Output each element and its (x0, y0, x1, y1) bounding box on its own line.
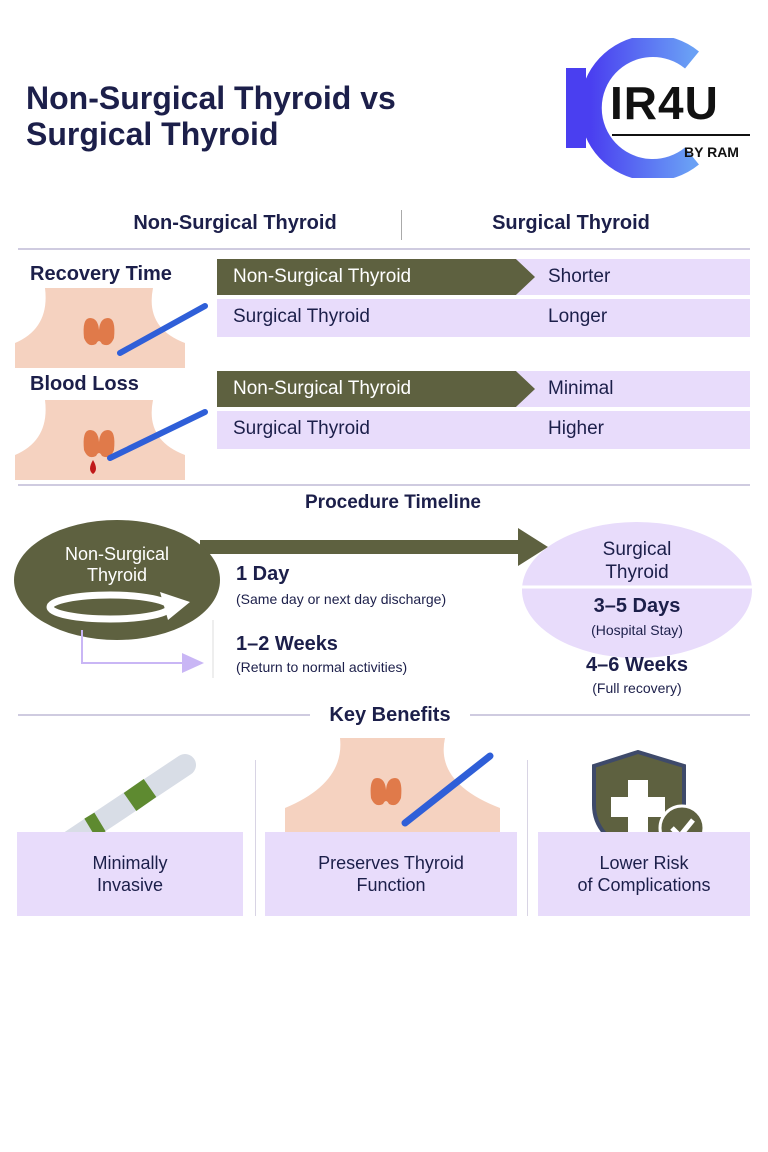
timeline-graphic (14, 520, 752, 678)
benefit-text: Invasive (96, 875, 164, 895)
neck-blood-drop-icon (15, 400, 208, 480)
divider (527, 760, 528, 916)
timeline-arrow-head (518, 528, 548, 566)
logo-rule (612, 134, 750, 136)
recovery-time-label: Recovery Time (30, 263, 172, 285)
comparison-row: Surgical Thyroid Longer (217, 299, 750, 337)
row-name: Non-Surgical Thyroid (233, 266, 412, 287)
benefit-text: Lower Risk (599, 853, 689, 873)
row-value: Shorter (548, 266, 611, 287)
comparison-row: Non-Surgical Thyroid Shorter (217, 259, 750, 295)
label-line: Non-Surgical (64, 544, 170, 564)
page-title: Non-Surgical Thyroid vs Surgical Thyroid (26, 80, 396, 152)
column-divider (401, 210, 402, 240)
timeline-heading: Procedure Timeline (305, 492, 481, 513)
title-line-2: Surgical Thyroid (26, 116, 279, 152)
row-name: Non-Surgical Thyroid (233, 378, 412, 399)
benefit-text: of Complications (577, 875, 711, 895)
row-name: Surgical Thyroid (233, 306, 370, 327)
logo: IR4U BY RAM (562, 35, 752, 181)
comparison-row: Non-Surgical Thyroid Minimal (217, 371, 750, 407)
surgical-step-1: 3–5 Days (593, 595, 681, 617)
divider (18, 248, 750, 250)
row-name: Surgical Thyroid (233, 418, 370, 439)
title-line-1: Non-Surgical Thyroid vs (26, 80, 396, 116)
non-surgical-ellipse-label: Non-Surgical Thyroid (14, 544, 220, 586)
surgical-step-1-note: (Hospital Stay) (591, 622, 683, 638)
surgical-step-2-note: (Full recovery) (592, 680, 682, 696)
divider (470, 714, 750, 716)
benefit-text: Minimally (92, 853, 168, 873)
non-surgical-step-1-note: (Same day or next day discharge) (236, 591, 447, 607)
label-line: Surgical (602, 539, 672, 560)
row-value: Higher (548, 418, 604, 439)
surgical-ellipse (522, 522, 752, 658)
label-line: Thyroid (86, 565, 148, 585)
blood-loss-label: Blood Loss (30, 373, 139, 395)
non-surgical-step-2-note: (Return to normal activities) (236, 659, 408, 675)
divider (18, 714, 310, 716)
small-arrow-icon (182, 653, 204, 673)
surgical-step-2: 4–6 Weeks (586, 654, 688, 676)
highlight-arrow (217, 259, 535, 295)
logo-text: IR4U (610, 77, 719, 129)
benefit-text: Function (356, 875, 426, 895)
benefit-text: Preserves Thyroid (318, 853, 464, 873)
comparison-row: Surgical Thyroid Higher (217, 411, 750, 449)
column-header-non-surgical: Non-Surgical Thyroid (133, 212, 337, 234)
divider (18, 484, 750, 486)
timeline-arrow-shaft (200, 540, 520, 554)
divider (255, 760, 256, 916)
neck-thyroid-icon (285, 738, 500, 833)
row-value: Minimal (548, 378, 614, 399)
column-header-surgical: Surgical Thyroid (492, 212, 650, 234)
surgical-ellipse-label: Surgical Thyroid (522, 538, 752, 584)
highlight-arrow (217, 371, 535, 407)
neck-thyroid-scalpel-icon (15, 288, 208, 368)
benefits-heading: Key Benefits (329, 704, 451, 726)
non-surgical-step-2: 1–2 Weeks (236, 633, 338, 655)
logo-ring-icon (566, 35, 699, 181)
label-line: Thyroid (605, 562, 669, 583)
row-value: Longer (548, 306, 608, 327)
logo-subtext: BY RAM (684, 144, 739, 160)
non-surgical-step-1: 1 Day (236, 563, 290, 585)
